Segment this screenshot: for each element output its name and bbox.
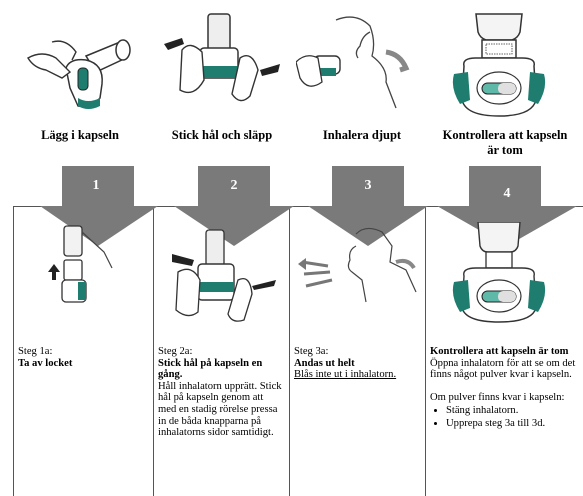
step-title-2: Stick hål och släpp xyxy=(171,128,273,142)
illustration-remove-cap xyxy=(48,225,113,303)
illustration-insert-capsule xyxy=(27,39,131,109)
step-3a-heading: Steg 3a: xyxy=(294,346,329,357)
step-check-list: Stäng inhalatorn. Upprepa steg 3a till 3… xyxy=(430,405,578,429)
illustration-inspect-capsule xyxy=(452,222,546,323)
illustration-press-buttons xyxy=(172,229,276,322)
step-arrow-2 xyxy=(174,166,294,246)
step-arrow-4 xyxy=(437,166,577,246)
step-arrow-3 xyxy=(308,166,428,246)
illustration-check-capsule xyxy=(452,13,546,117)
step-check-body: Öppna inhalatorn för att se om det finns… xyxy=(430,357,576,381)
list-item: Stäng inhalatorn. xyxy=(446,405,578,417)
illustration-inhale xyxy=(296,16,410,109)
step-1a-instruction: Ta av locket xyxy=(18,357,73,369)
step-2a-instruction: Stick hål på kapseln en gång. xyxy=(158,357,263,381)
step-title-4: Kontrollera att kapseln är tom xyxy=(442,128,568,157)
list-item: Upprepa steg 3a till 3d. xyxy=(446,418,578,430)
illustration-pierce-capsule xyxy=(164,13,280,102)
step-number-1: 1 xyxy=(92,178,100,193)
step-number-3: 3 xyxy=(364,178,372,193)
step-number-2: 2 xyxy=(230,178,238,193)
step-title-1: Lägg i kapseln xyxy=(41,128,119,142)
step-check-text: Kontrollera att kapseln är tom Öppna inh… xyxy=(430,346,578,431)
step-2a-body: Håll inhalatorn upprätt. Stick hål på ka… xyxy=(158,380,282,439)
panel-divider-1 xyxy=(13,206,14,496)
step-2a-heading: Steg 2a: xyxy=(158,346,193,357)
step-3a-text: Steg 3a: Andas ut helt Blås inte ut i in… xyxy=(294,346,422,381)
step-check-instruction: Kontrollera att kapseln är tom xyxy=(430,346,569,357)
step-3a-warning: Blås inte ut i inhalatorn. xyxy=(294,369,397,381)
panel-top-rule xyxy=(13,206,583,207)
step-1a-text: Steg 1a: Ta av locket xyxy=(18,346,148,369)
panel-divider-4 xyxy=(425,206,426,496)
step-3a-instruction: Andas ut helt xyxy=(294,357,355,369)
panel-divider-3 xyxy=(289,206,290,496)
step-number-4: 4 xyxy=(503,186,511,201)
step-title-3: Inhalera djupt xyxy=(322,128,402,142)
step-1a-heading: Steg 1a: xyxy=(18,346,53,357)
step-check-body2: Om pulver finns kvar i kapseln: xyxy=(430,391,565,403)
panel-divider-2 xyxy=(153,206,154,496)
illustration-exhale xyxy=(298,227,417,303)
step-2a-text: Steg 2a: Stick hål på kapseln en gång. H… xyxy=(158,346,282,439)
